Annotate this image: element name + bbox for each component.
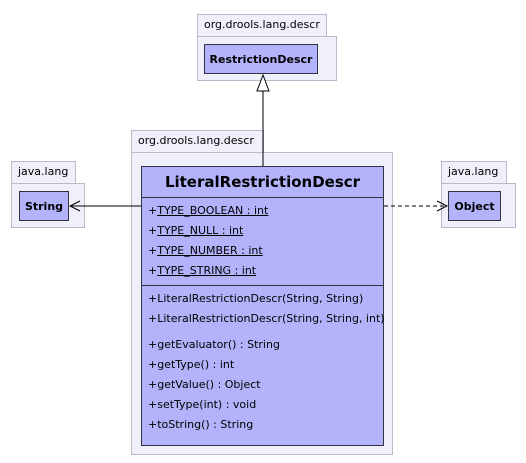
class-name: String (24, 199, 64, 213)
attributes-section: +TYPE_BOOLEAN : int +TYPE_NULL : int +TY… (142, 198, 383, 286)
association-arrowhead-string (68, 200, 81, 212)
class-restriction-descr[interactable]: RestrictionDescr (204, 44, 318, 74)
class-name: RestrictionDescr (209, 52, 313, 66)
class-title: LiteralRestrictionDescr (142, 167, 383, 198)
attribute-row: +TYPE_NULL : int (148, 224, 244, 237)
class-string[interactable]: String (19, 191, 69, 221)
package-tab-top: org.drools.lang.descr (197, 14, 327, 36)
package-tab-right: java.lang (441, 161, 507, 183)
constructor-row: +LiteralRestrictionDescr(String, String,… (148, 312, 385, 325)
method-row: +getType() : int (148, 358, 235, 371)
method-row: +getValue() : Object (148, 378, 261, 391)
attribute-row: +TYPE_NUMBER : int (148, 244, 263, 257)
attribute-row: +TYPE_STRING : int (148, 264, 257, 277)
constructor-row: +LiteralRestrictionDescr(String, String) (148, 292, 364, 305)
method-row: +setType(int) : void (148, 398, 257, 411)
method-row: +getEvaluator() : String (148, 338, 280, 351)
class-name: Object (454, 199, 495, 213)
package-tab-left: java.lang (11, 161, 76, 183)
dependency-arrowhead-object (436, 200, 449, 212)
class-literal-restriction-descr[interactable]: LiteralRestrictionDescr +TYPE_BOOLEAN : … (141, 166, 385, 446)
class-object[interactable]: Object (448, 191, 501, 221)
attribute-row: +TYPE_BOOLEAN : int (148, 204, 269, 217)
operations-section: +LiteralRestrictionDescr(String, String)… (142, 286, 385, 439)
package-tab-main: org.drools.lang.descr (131, 130, 264, 152)
method-row: +toString() : String (148, 418, 254, 431)
generalization-arrowhead (256, 73, 270, 92)
